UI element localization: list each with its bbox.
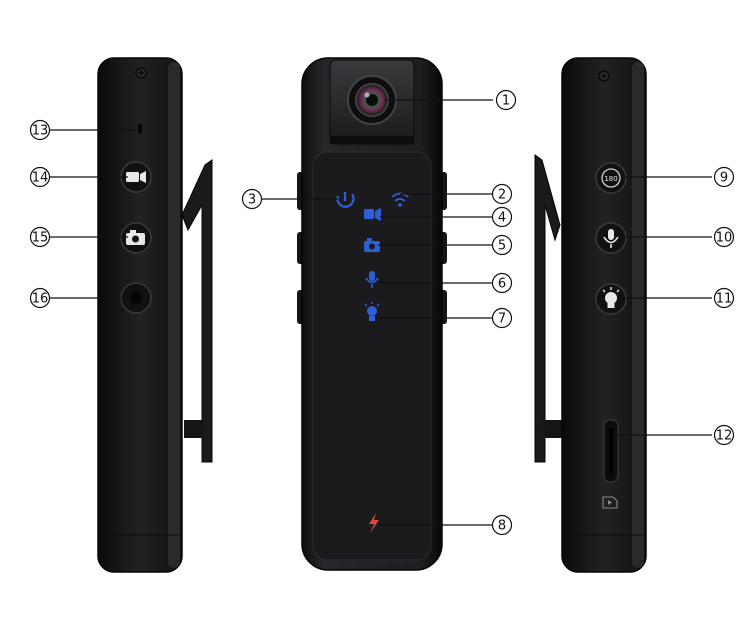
callout-circle <box>713 166 735 188</box>
callout-number: 15 <box>32 231 49 246</box>
callout-number: 4 <box>498 211 506 226</box>
callout-circle <box>29 287 51 309</box>
callout-number: 12 <box>716 429 733 444</box>
callout-circle <box>495 89 517 111</box>
callout-circle <box>29 166 51 188</box>
callout-circle <box>29 226 51 248</box>
reset-hole[interactable] <box>138 124 142 134</box>
callout-circle <box>491 234 513 256</box>
camera-lens-icon <box>347 75 397 125</box>
callout-16: 16 <box>29 287 51 309</box>
callout-number: 14 <box>32 171 49 186</box>
callout-10: 10 <box>713 226 735 248</box>
microphone-icon <box>603 229 619 248</box>
callout-circle <box>241 188 263 210</box>
callout-14: 14 <box>29 166 51 188</box>
right-side-view: 180 <box>534 57 647 573</box>
lightning-icon <box>369 513 379 533</box>
light-bulb-icon <box>602 287 620 308</box>
callout-13: 13 <box>29 119 51 141</box>
sd-card-slot[interactable] <box>603 419 619 483</box>
callout-circle <box>491 272 513 294</box>
callout-number: 10 <box>716 231 733 246</box>
callout-11: 11 <box>713 287 735 309</box>
rotate-180-button[interactable]: 180 <box>595 162 627 194</box>
left-side-view <box>97 57 213 573</box>
callout-5: 5 <box>491 234 513 256</box>
callout-circle <box>491 514 513 536</box>
sd-card-icon <box>602 496 618 509</box>
callout-circle <box>491 183 513 205</box>
video-record-button[interactable] <box>120 161 152 193</box>
callout-15: 15 <box>29 226 51 248</box>
callout-circle <box>713 226 735 248</box>
callout-number: 6 <box>498 277 506 292</box>
callout-number: 13 <box>32 124 49 139</box>
light-button[interactable] <box>595 283 627 315</box>
photo-button[interactable] <box>120 222 152 254</box>
callout-number: 7 <box>498 312 506 327</box>
power-button[interactable] <box>120 282 152 314</box>
callout-6: 6 <box>491 272 513 294</box>
callout-9: 9 <box>713 166 735 188</box>
callout-circle <box>29 119 51 141</box>
screw-icon <box>135 67 147 79</box>
callout-number: 11 <box>716 292 733 307</box>
video-camera-icon <box>126 171 146 183</box>
microphone-icon <box>365 271 379 288</box>
callout-8: 8 <box>491 514 513 536</box>
callout-1: 1 <box>495 89 517 111</box>
callout-number: 16 <box>32 292 49 307</box>
callout-4: 4 <box>491 206 513 228</box>
callout-7: 7 <box>491 307 513 329</box>
callout-number: 2 <box>498 188 506 203</box>
photo-indicator <box>364 238 380 252</box>
photo-camera-icon <box>126 230 145 245</box>
callout-number: 5 <box>498 239 506 254</box>
rotate-180-label: 180 <box>604 175 617 183</box>
callout-2: 2 <box>491 183 513 205</box>
callout-circle <box>713 424 735 446</box>
rotate-180-icon: 180 <box>601 168 621 188</box>
screw-icon <box>598 70 610 82</box>
callout-number: 8 <box>498 519 506 534</box>
callout-circle <box>491 206 513 228</box>
callout-number: 3 <box>248 193 256 208</box>
record-dot-icon <box>130 292 142 304</box>
leader-lines <box>50 99 712 526</box>
video-indicator <box>364 208 381 221</box>
light-bulb-icon <box>364 302 380 321</box>
callout-circle <box>713 287 735 309</box>
callout-12: 12 <box>713 424 735 446</box>
callout-number: 9 <box>720 171 728 186</box>
callout-3: 3 <box>241 188 263 210</box>
microphone-button[interactable] <box>595 222 627 254</box>
front-view <box>297 57 447 571</box>
power-indicator-icon <box>336 192 355 208</box>
callout-circle <box>491 307 513 329</box>
callout-number: 1 <box>502 94 510 109</box>
